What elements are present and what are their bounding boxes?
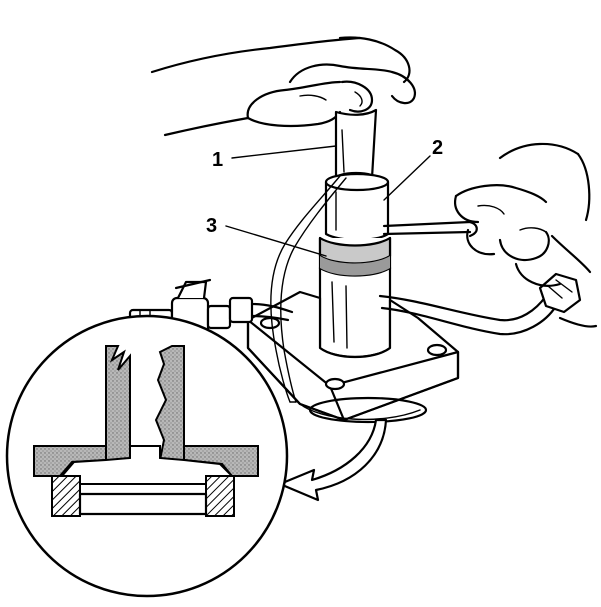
- flange-housing: [246, 290, 460, 424]
- callout-3: 3: [206, 215, 217, 237]
- tool-lower-section: [318, 236, 392, 358]
- leader-lines: [225, 145, 431, 257]
- hose: [378, 272, 582, 336]
- callout-2: 2: [432, 137, 443, 159]
- callout-1: 1: [212, 149, 223, 171]
- detail-arrow: [278, 418, 388, 502]
- tool-cylinder: [324, 172, 390, 242]
- right-hand: [382, 142, 598, 328]
- probe-wire: [270, 175, 347, 403]
- detail-circle: [5, 314, 289, 598]
- upper-hand: [150, 36, 416, 137]
